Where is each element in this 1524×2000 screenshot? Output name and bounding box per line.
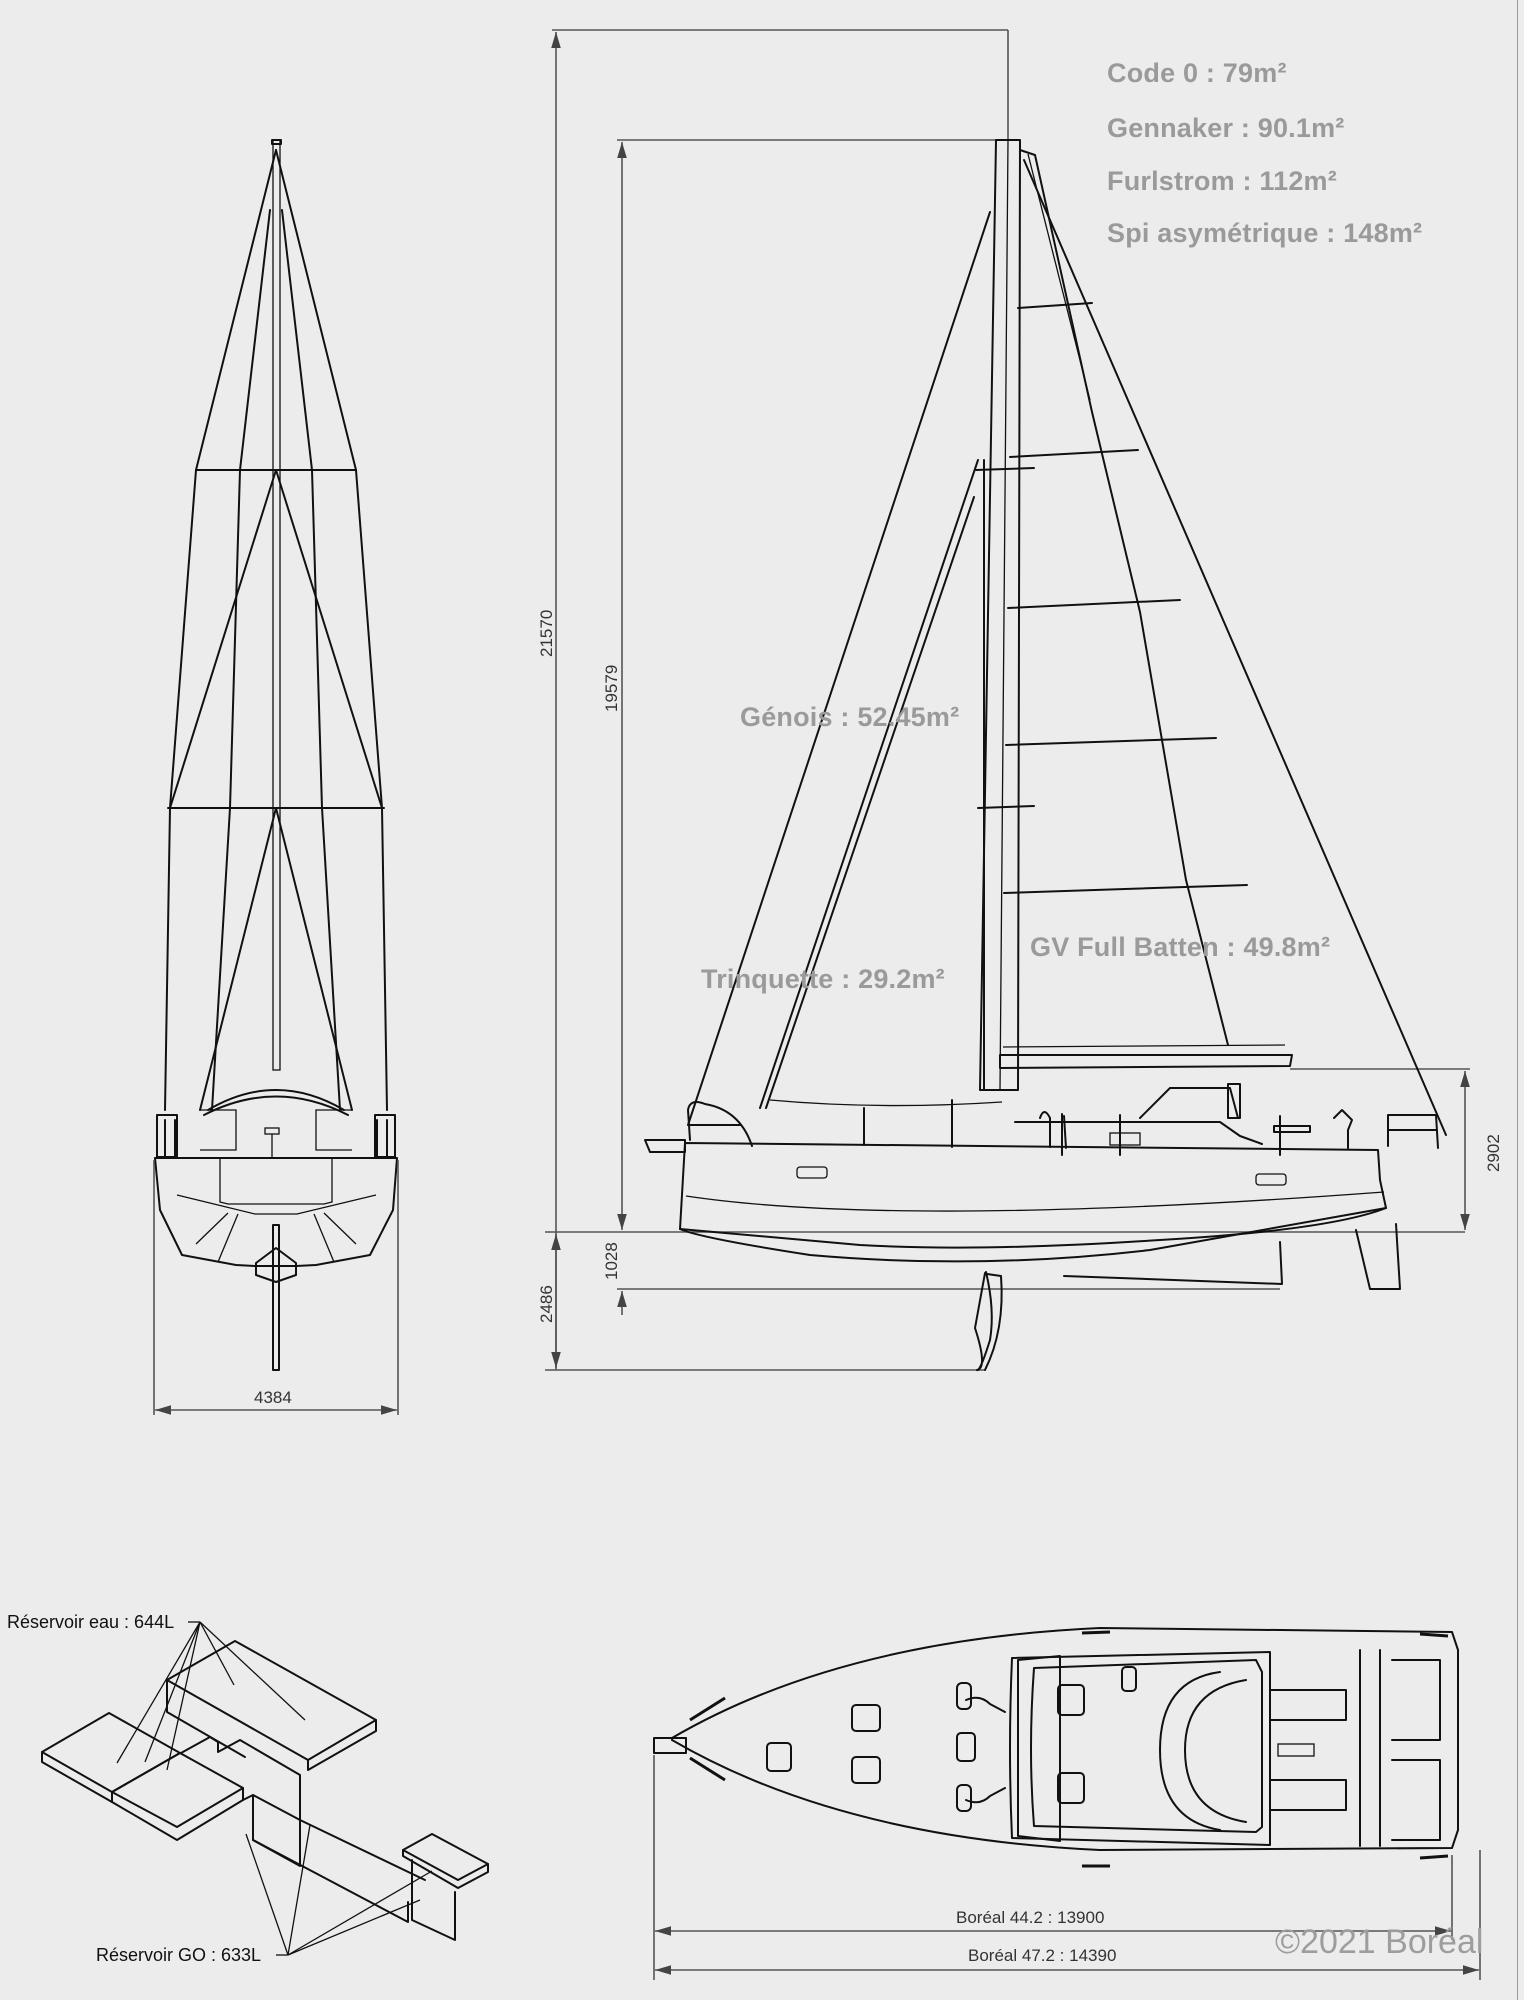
mast-base (956, 1732, 976, 1762)
dim-freeboard: 2902 (1484, 1134, 1503, 1172)
diesel-tank-aft (402, 1833, 489, 1881)
profile-view (545, 29, 1470, 1372)
rudder (1355, 1223, 1401, 1290)
hull-profile (679, 1142, 1387, 1249)
copyright-watermark: ©2021 Boréal (1275, 1923, 1484, 1961)
deck-hatch (1057, 1684, 1085, 1716)
inner-forestay (759, 459, 979, 1109)
porthole (796, 1166, 828, 1179)
deck-hatch (766, 1742, 792, 1772)
stern-pulpit (1387, 1114, 1439, 1149)
shroud-left (164, 149, 277, 1111)
forestay (687, 211, 991, 1126)
dim-beam: 4384 (254, 1388, 292, 1407)
hull-deck-outline (671, 1627, 1459, 1851)
bow-pulpit (687, 1101, 753, 1147)
deck-hatch (1057, 1772, 1085, 1804)
dim-length-47: Boréal 47.2 : 14390 (968, 1946, 1117, 1965)
keel-profile (974, 1271, 993, 1372)
sail-label-genois: Génois : 52.45m² (740, 702, 960, 732)
deck-hatch (851, 1756, 881, 1784)
sail-label-furlstrom: Furlstrom : 112m² (1107, 166, 1337, 196)
deck-hatch (851, 1704, 881, 1732)
boom (999, 1054, 1293, 1069)
tank-isometric (41, 1621, 489, 1956)
dim-keel-draft: 2486 (537, 1285, 556, 1323)
sail-label-mainsail: GV Full Batten : 49.8m² (1030, 932, 1331, 962)
dim-air-draft: 21570 (537, 609, 556, 657)
dim-length-44: Boréal 44.2 : 13900 (956, 1908, 1105, 1927)
porthole (1255, 1173, 1287, 1186)
water-tank (166, 1640, 377, 1761)
mast-front (272, 139, 281, 1071)
mast-profile (979, 139, 1021, 1091)
coachroof (1009, 1651, 1271, 1846)
bowsprit-plan (653, 1737, 687, 1754)
sail-label-gennaker: Gennaker : 90.1m² (1107, 113, 1345, 143)
tank-label-diesel: Réservoir GO : 633L (96, 1945, 262, 1965)
backstay (1023, 159, 1447, 1136)
dim-hull-draft: 1028 (602, 1242, 621, 1280)
bowsprit (644, 1139, 686, 1153)
deck-plan-view (653, 1627, 1481, 1980)
hull-front (154, 1157, 398, 1267)
dim-mast-height: 19579 (602, 664, 621, 712)
frame-border (1517, 0, 1518, 2000)
deckhouse (1014, 1087, 1263, 1145)
sail-label-spi: Spi asymétrique : 148m² (1107, 218, 1423, 248)
front-view (153, 139, 399, 1415)
sail-label-trinquette: Trinquette : 29.2m² (701, 964, 945, 994)
tank-label-water: Réservoir eau : 644L (7, 1612, 175, 1632)
mainsail-leech (1019, 149, 1229, 1046)
sail-label-code0: Code 0 : 79m² (1107, 58, 1287, 88)
shroud-right (275, 149, 388, 1111)
